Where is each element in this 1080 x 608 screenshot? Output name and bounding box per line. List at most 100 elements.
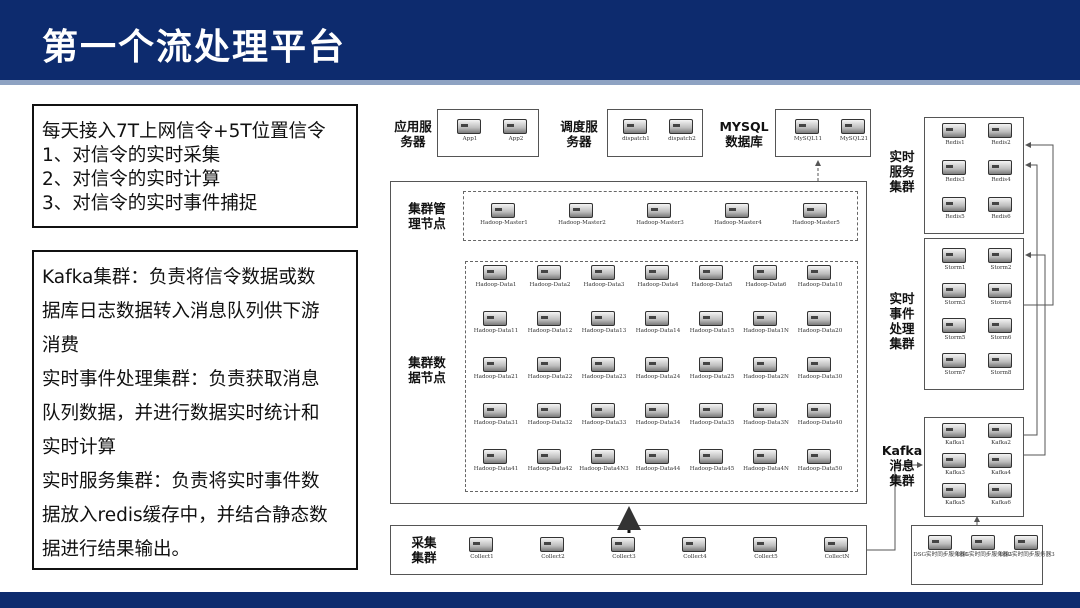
server-name: Hadoop-Data33 (581, 420, 627, 426)
server-node: Hadoop-Data40 (793, 403, 847, 435)
server-icon (942, 248, 966, 263)
server-icon (824, 537, 848, 552)
app-group-label: 应用服务器 (387, 119, 439, 149)
server-name: Hadoop-Data5 (691, 282, 733, 288)
server-node: Hadoop-Data3N (739, 403, 793, 435)
description-line: 据进行结果输出。 (42, 539, 191, 560)
server-icon (807, 357, 831, 372)
data-group-label-line: 据节点 (408, 370, 446, 385)
server-icon (645, 449, 669, 464)
server-name: Hadoop-Data3 (583, 282, 625, 288)
server-icon (699, 403, 723, 418)
server-node: Hadoop-Data22 (523, 357, 577, 389)
server-node: Hadoop-Master3 (633, 203, 687, 235)
server-icon (753, 537, 777, 552)
server-icon (807, 311, 831, 326)
server-icon (591, 311, 615, 326)
server-node: Storm1 (928, 248, 982, 280)
storm-group-label-line: 集群 (889, 336, 915, 351)
server-name: Storm7 (944, 370, 966, 376)
kafka-group-label-line: Kafka (881, 443, 923, 458)
server-icon (942, 123, 966, 138)
server-node: Redis6 (974, 197, 1028, 229)
server-name: Redis1 (945, 140, 965, 146)
redis-group-label-line: 集群 (889, 179, 915, 194)
intro-line: 1、对信令的实时采集 (42, 145, 221, 166)
server-icon (942, 483, 966, 498)
description-line: 据库日志数据转入消息队列供下游 (42, 301, 320, 322)
server-name: Kafka3 (945, 470, 965, 476)
server-name: Hadoop-Data13 (581, 328, 627, 334)
server-icon (699, 311, 723, 326)
server-node: Storm8 (974, 353, 1028, 385)
server-icon (645, 403, 669, 418)
master-group-label: 集群管理节点 (399, 201, 455, 231)
server-icon (647, 203, 671, 218)
server-icon (988, 248, 1012, 263)
server-node: Collect4 (668, 537, 722, 569)
data-node-area (465, 261, 858, 492)
server-node: Hadoop-Data1N (739, 311, 793, 343)
server-node: Hadoop-Data21 (469, 357, 523, 389)
server-name: Storm6 (990, 335, 1012, 341)
description-line: 实时计算 (42, 437, 117, 458)
data-group-label: 集群数据节点 (399, 355, 455, 385)
server-name: Hadoop-Master1 (480, 220, 528, 226)
collect-group-label-line: 集群 (411, 550, 437, 565)
server-icon (1014, 535, 1038, 550)
server-node: Kafka3 (928, 453, 982, 485)
server-node: Hadoop-Data2 (523, 265, 577, 297)
server-name: Hadoop-Data21 (473, 374, 519, 380)
server-name: Hadoop-Data2N (743, 374, 789, 380)
server-name: Storm4 (990, 300, 1012, 306)
collect-group-label-line: 采集 (411, 535, 437, 550)
server-icon (540, 537, 564, 552)
server-node: Redis4 (974, 160, 1028, 192)
storm-group-label-line: 事件 (889, 306, 915, 321)
server-name: Kafka4 (991, 470, 1011, 476)
server-node: Hadoop-Data41 (469, 449, 523, 481)
server-icon (753, 449, 777, 464)
server-icon (753, 357, 777, 372)
server-icon (699, 449, 723, 464)
server-name: Redis6 (991, 214, 1011, 220)
server-name: Hadoop-Data6 (745, 282, 787, 288)
server-node: Hadoop-Master4 (711, 203, 765, 235)
server-name: Hadoop-Data25 (689, 374, 735, 380)
server-name: Hadoop-Data1N (743, 328, 789, 334)
server-icon (537, 357, 561, 372)
server-icon (988, 353, 1012, 368)
server-name: Redis4 (991, 177, 1011, 183)
server-node: Hadoop-Master1 (477, 203, 531, 235)
server-icon (928, 535, 952, 550)
server-node: CollectN (810, 537, 864, 569)
kafka-group-label-line: 集群 (889, 473, 915, 488)
server-node: Storm6 (974, 318, 1028, 350)
server-icon (699, 357, 723, 372)
server-name: Collect2 (541, 554, 565, 560)
server-icon (682, 537, 706, 552)
server-icon (988, 197, 1012, 212)
intro-line: 2、对信令的实时计算 (42, 169, 221, 190)
server-name: MySQL21 (839, 136, 869, 142)
server-node: Hadoop-Data35 (685, 403, 739, 435)
server-node: Hadoop-Data32 (523, 403, 577, 435)
server-icon (537, 311, 561, 326)
server-name: Storm1 (944, 265, 966, 271)
server-name: Hadoop-Master3 (636, 220, 684, 226)
data-group-label-line: 集群数 (408, 355, 446, 370)
mysql-group-label-line: MYSQL (719, 119, 769, 134)
server-name: Hadoop-Data44 (635, 466, 681, 472)
server-node: Kafka5 (928, 483, 982, 515)
server-node: Hadoop-Data34 (631, 403, 685, 435)
storm-to-redis-line (1024, 142, 1054, 306)
master-node-area (463, 191, 858, 241)
server-node: Collect2 (526, 537, 580, 569)
server-name: Hadoop-Data15 (689, 328, 735, 334)
server-name: Hadoop-Data4N3 (579, 466, 629, 472)
app-group-label-line: 应用服 (394, 119, 432, 134)
dispatch-group-label: 调度服务器 (551, 119, 607, 149)
server-icon (942, 353, 966, 368)
